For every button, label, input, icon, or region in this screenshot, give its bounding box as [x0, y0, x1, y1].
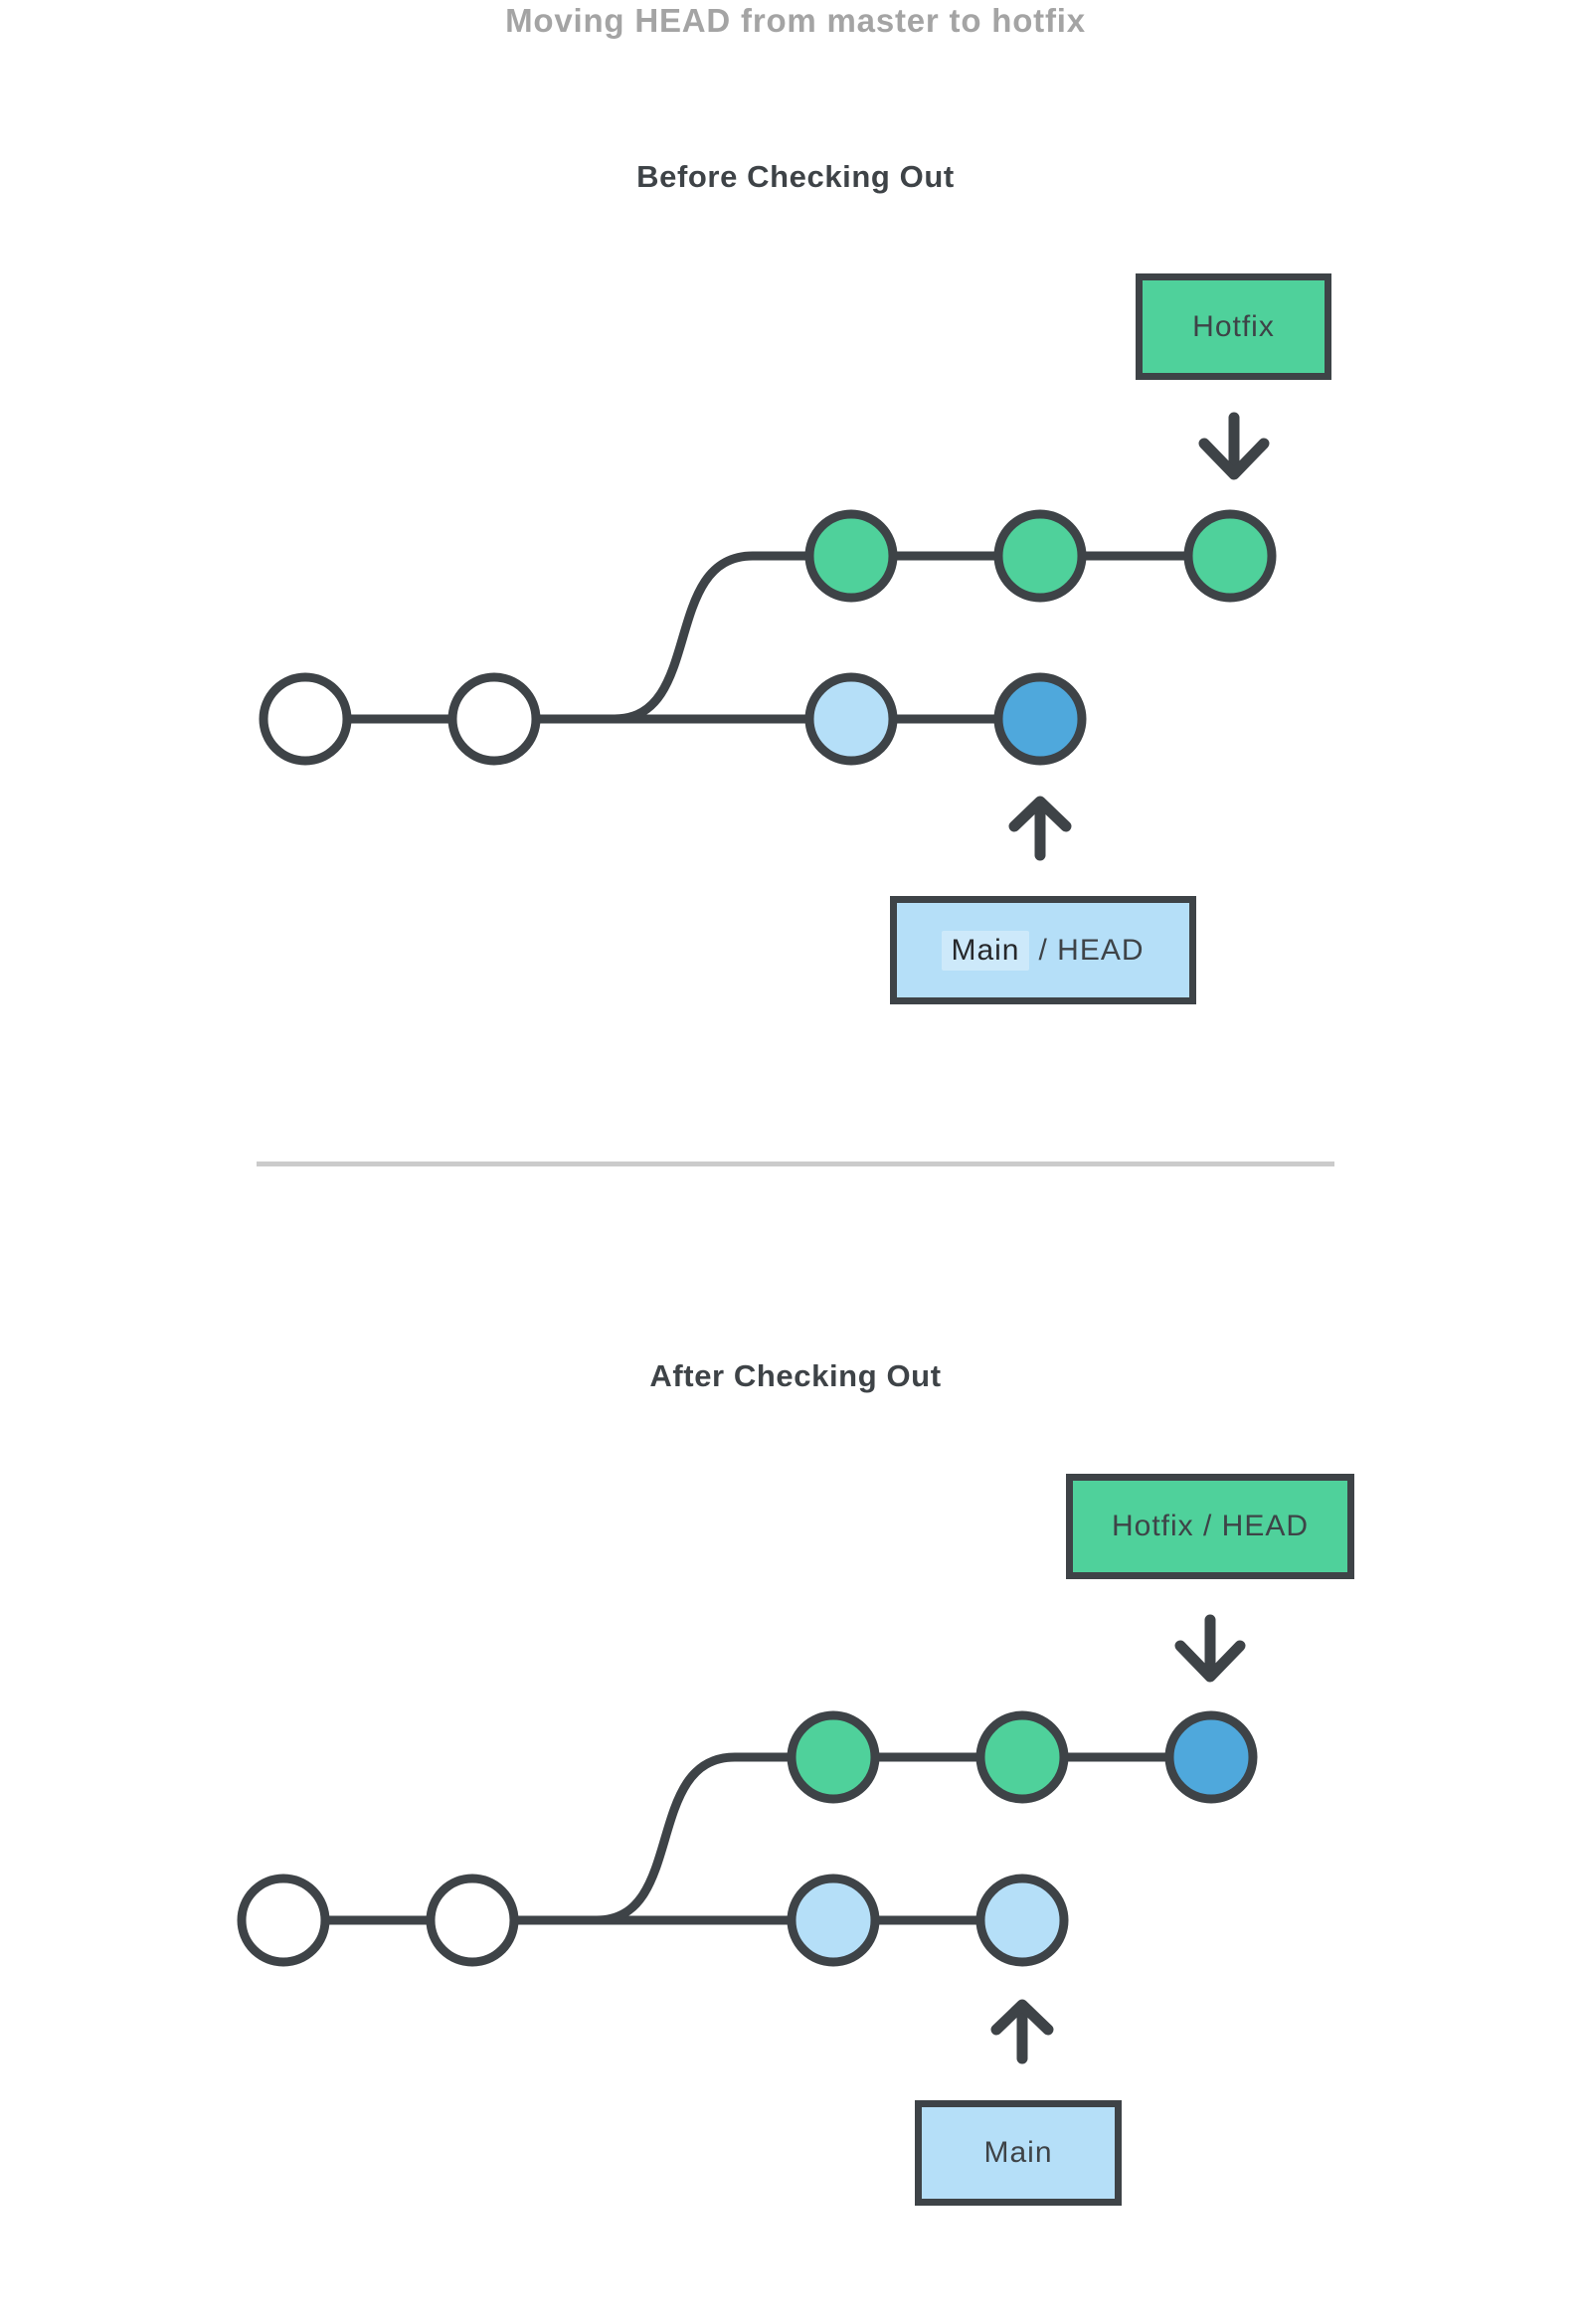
- commit-node: [447, 672, 541, 766]
- commit-node: [804, 672, 898, 766]
- main-branch-label-text: Main: [942, 930, 1029, 971]
- before-section-heading: Before Checking Out: [636, 159, 955, 194]
- hotfix-branch-label: Hotfix: [1136, 273, 1331, 380]
- commit-node: [993, 509, 1087, 603]
- main-branch-label: Main: [915, 2100, 1122, 2206]
- main-branch-label-text: Main: [983, 2136, 1053, 2169]
- down-arrow-icon: [1198, 412, 1270, 480]
- down-arrow-icon: [1174, 1614, 1246, 1683]
- up-arrow-icon: [990, 1999, 1054, 2064]
- hotfix-head-label: Hotfix / HEAD: [1066, 1474, 1354, 1579]
- head-pointer-label-text: / HEAD: [1038, 933, 1145, 967]
- before-branch-fork-curve: [614, 551, 754, 724]
- commit-node: [259, 672, 352, 766]
- after-branch-fork-curve: [596, 1752, 736, 1925]
- commit-node: [975, 1710, 1069, 1804]
- section-divider: [257, 1162, 1334, 1166]
- commit-node: [975, 1874, 1069, 1967]
- commit-node: [787, 1710, 880, 1804]
- after-section-heading: After Checking Out: [649, 1358, 942, 1393]
- commit-node: [1183, 509, 1277, 603]
- page-title: Moving HEAD from master to hotfix: [505, 2, 1086, 39]
- up-arrow-icon: [1008, 796, 1072, 861]
- before-commit-graph: [259, 412, 1277, 861]
- hotfix-head-label-text: Hotfix / HEAD: [1111, 1510, 1310, 1542]
- commit-node: [804, 509, 898, 603]
- after-commit-graph: [237, 1614, 1258, 2064]
- main-head-label: Main / HEAD: [890, 896, 1196, 1004]
- hotfix-branch-label-text: Hotfix: [1192, 309, 1275, 343]
- commit-node: [993, 672, 1087, 766]
- commit-node: [237, 1874, 330, 1967]
- commit-node: [1164, 1710, 1258, 1804]
- commit-node: [787, 1874, 880, 1967]
- commit-node: [426, 1874, 519, 1967]
